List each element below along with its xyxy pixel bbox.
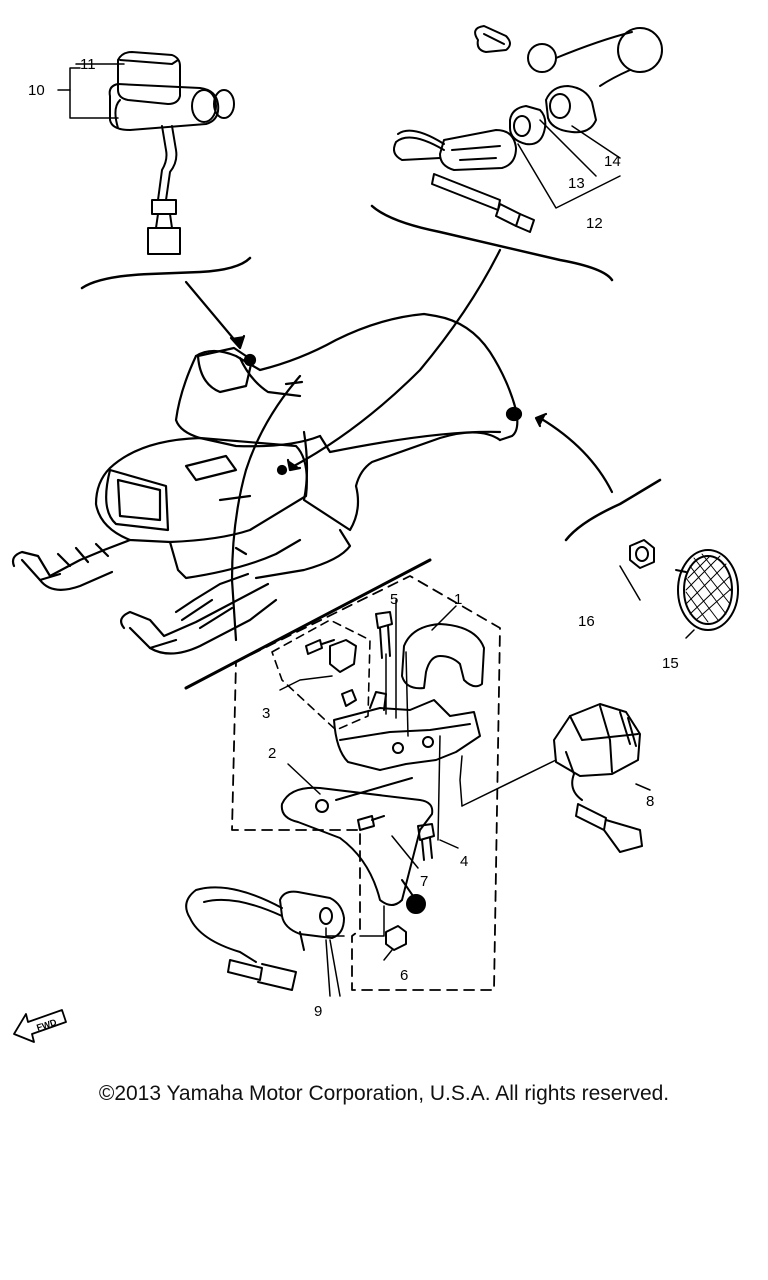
callout-7: 7 [420,873,428,890]
callout-6: 6 [400,967,408,984]
callout-4: 4 [460,853,468,870]
callout-15: 15 [662,655,679,672]
callout-9: 9 [314,1003,322,1020]
assembly-3-boundary [271,619,371,731]
detail-frame-right [370,204,614,282]
callout-12-bracket [517,119,621,209]
callout-numbers: 10 11 12 13 14 1 5 3 2 4 7 6 9 8 16 15 [28,56,679,1020]
ground-line [184,558,432,690]
detail-frame-left [80,256,252,290]
callout-14: 14 [604,153,621,170]
fwd-label: FWD [35,1017,58,1033]
callout-1: 1 [454,591,462,608]
callout-3: 3 [262,705,270,722]
brake-parts [185,611,485,991]
snowmobile-body [11,312,523,655]
brake-light-switch-part-8 [459,703,643,853]
parts-diagram: FWD 10 11 12 13 14 1 5 3 2 4 7 6 9 8 16 … [11,25,739,1043]
callout-11: 11 [80,56,96,73]
reflector-part-15 [675,549,739,631]
callout-10: 10 [28,82,45,99]
callout-13: 13 [568,175,585,192]
assembly-1-boundary [231,575,501,991]
callout-8: 8 [646,793,654,810]
nut-part-16 [629,539,655,569]
callout-16: 16 [578,613,595,630]
callout-2: 2 [268,745,276,762]
handlebar-switch-assembly [108,51,235,255]
leader-lines [279,565,695,997]
copyright-notice: ©2013 Yamaha Motor Corporation, U.S.A. A… [98,1082,670,1105]
callout-12: 12 [586,215,603,232]
callout-10-bracket [57,63,125,119]
forward-direction-arrow: FWD [13,1009,67,1043]
detail-frame-bottom-right [564,478,662,542]
callout-5: 5 [390,591,398,608]
main-switch-assembly [393,25,663,233]
pointer-lines [184,248,614,642]
